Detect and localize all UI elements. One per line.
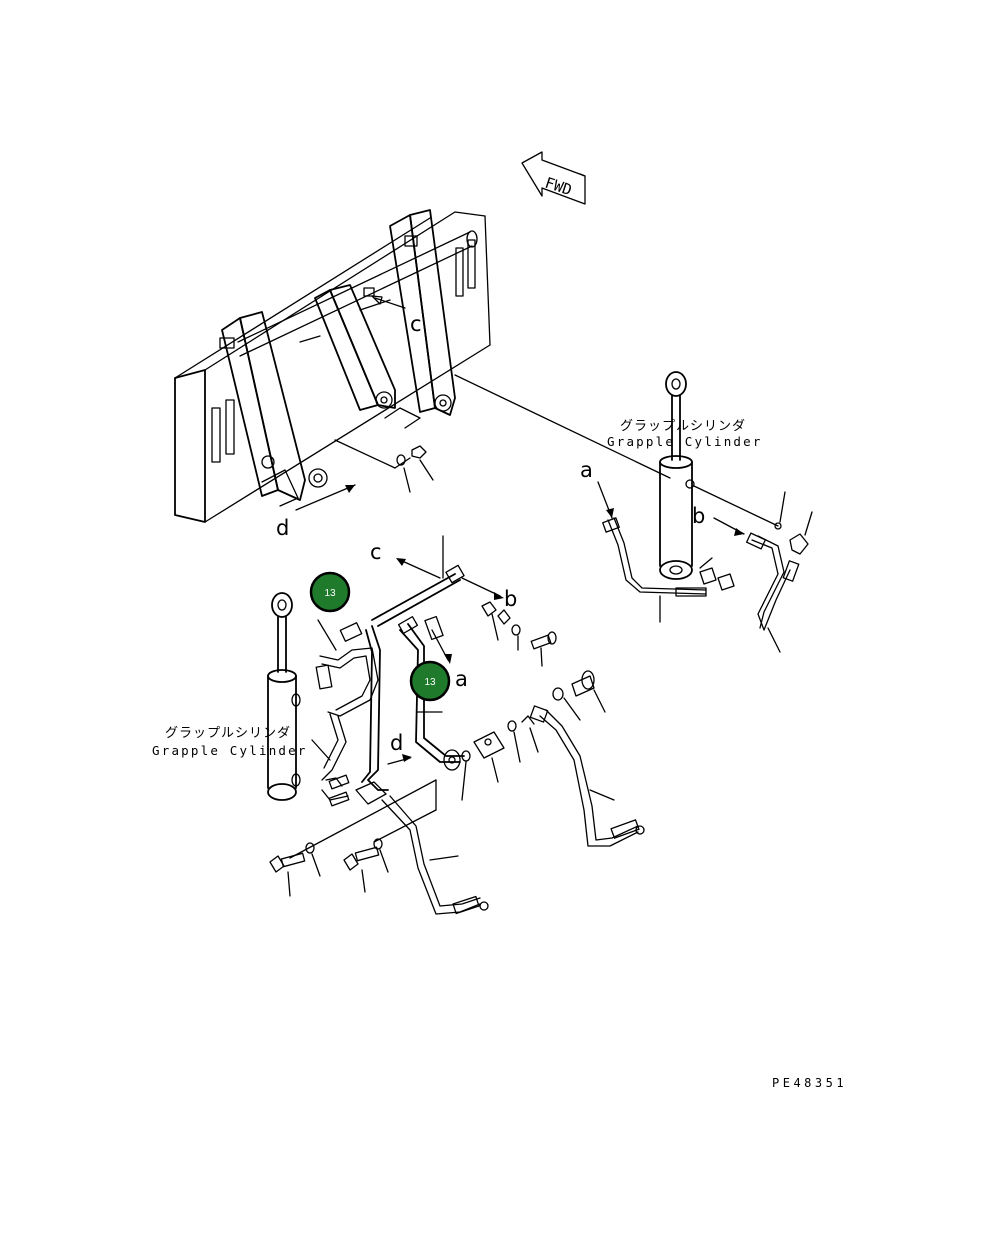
view-label-c-lower: c — [370, 540, 382, 564]
view-label-d-lower: d — [390, 731, 403, 755]
fwd-arrow-icon: FWD — [521, 151, 586, 205]
callout-number: 13 — [324, 588, 336, 599]
callout-badge-2[interactable]: 13 — [409, 660, 451, 702]
callout-badge-1[interactable]: 13 — [309, 571, 351, 613]
drawing-code: PE48351 — [772, 1076, 847, 1090]
cylinder-label-en-right: Grapple Cylinder — [607, 434, 763, 449]
view-label-b-right: b — [692, 504, 705, 528]
right-grapple-cylinder-drawing — [597, 371, 813, 653]
cylinder-label-jp-right: グラップルシリンダ — [620, 419, 746, 434]
cylinder-label-en-left: Grapple Cylinder — [152, 743, 308, 758]
view-label-a-right: a — [580, 458, 593, 482]
grapple-frame-drawing — [174, 209, 671, 523]
cylinder-label-jp-left: グラップルシリンダ — [165, 726, 291, 741]
view-label-c-top: c — [410, 312, 422, 336]
view-label-a-lower: a — [455, 667, 468, 691]
view-label-d-top: d — [276, 516, 289, 540]
view-label-b-lower: b — [504, 587, 517, 611]
piping-assembly-drawing — [267, 535, 645, 915]
callout-number: 13 — [424, 677, 436, 688]
